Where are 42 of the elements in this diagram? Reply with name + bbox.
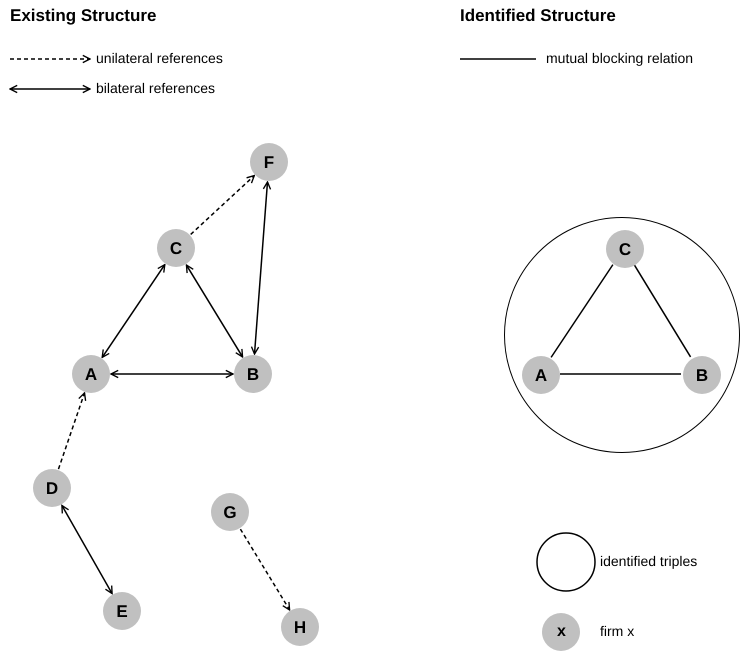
sample-letter: x <box>556 624 567 640</box>
section-heading: Identified Structure <box>460 7 616 24</box>
reference-arrow <box>250 181 272 355</box>
firm-node <box>522 356 560 394</box>
firm-node <box>103 592 141 630</box>
node-letter: C <box>170 240 182 256</box>
node-letter: C <box>618 240 632 258</box>
node-letter: E <box>116 602 128 620</box>
node-letter: H <box>294 618 306 636</box>
reference-arrow <box>102 264 166 358</box>
reference-arrow <box>190 174 255 235</box>
firm-node <box>33 469 71 507</box>
firm-node <box>683 356 721 394</box>
node-letter: A <box>84 366 98 382</box>
legend-text: bilateral references <box>96 81 216 95</box>
node-letter: A <box>534 366 548 384</box>
firm-node <box>250 143 288 181</box>
node-letter: G <box>223 504 237 520</box>
relation-line <box>550 264 614 358</box>
legend-text: unilateral references <box>96 51 223 65</box>
reference-arrow <box>240 528 290 611</box>
firm-node <box>606 230 644 268</box>
reference-arrow <box>110 370 234 378</box>
reference-arrow <box>58 392 86 470</box>
triple-ring <box>504 217 740 453</box>
firm-node <box>157 229 195 267</box>
legend-text: identified triples <box>600 554 698 568</box>
node-letter: F <box>264 154 274 170</box>
node-letter: D <box>46 480 58 496</box>
section-heading: Existing Structure <box>10 7 156 24</box>
reference-arrow <box>186 264 244 358</box>
relation-line <box>634 264 692 358</box>
firm-node <box>281 608 319 646</box>
reference-arrow <box>61 504 113 594</box>
firm-node <box>234 355 272 393</box>
legend-text: mutual blocking relation <box>546 51 694 65</box>
firm-node <box>72 355 110 393</box>
firm-node <box>211 493 249 531</box>
relation-line <box>560 373 681 375</box>
node-letter: B <box>696 366 708 384</box>
legend-text: firm x <box>600 624 634 638</box>
node-letter: B <box>246 366 260 382</box>
